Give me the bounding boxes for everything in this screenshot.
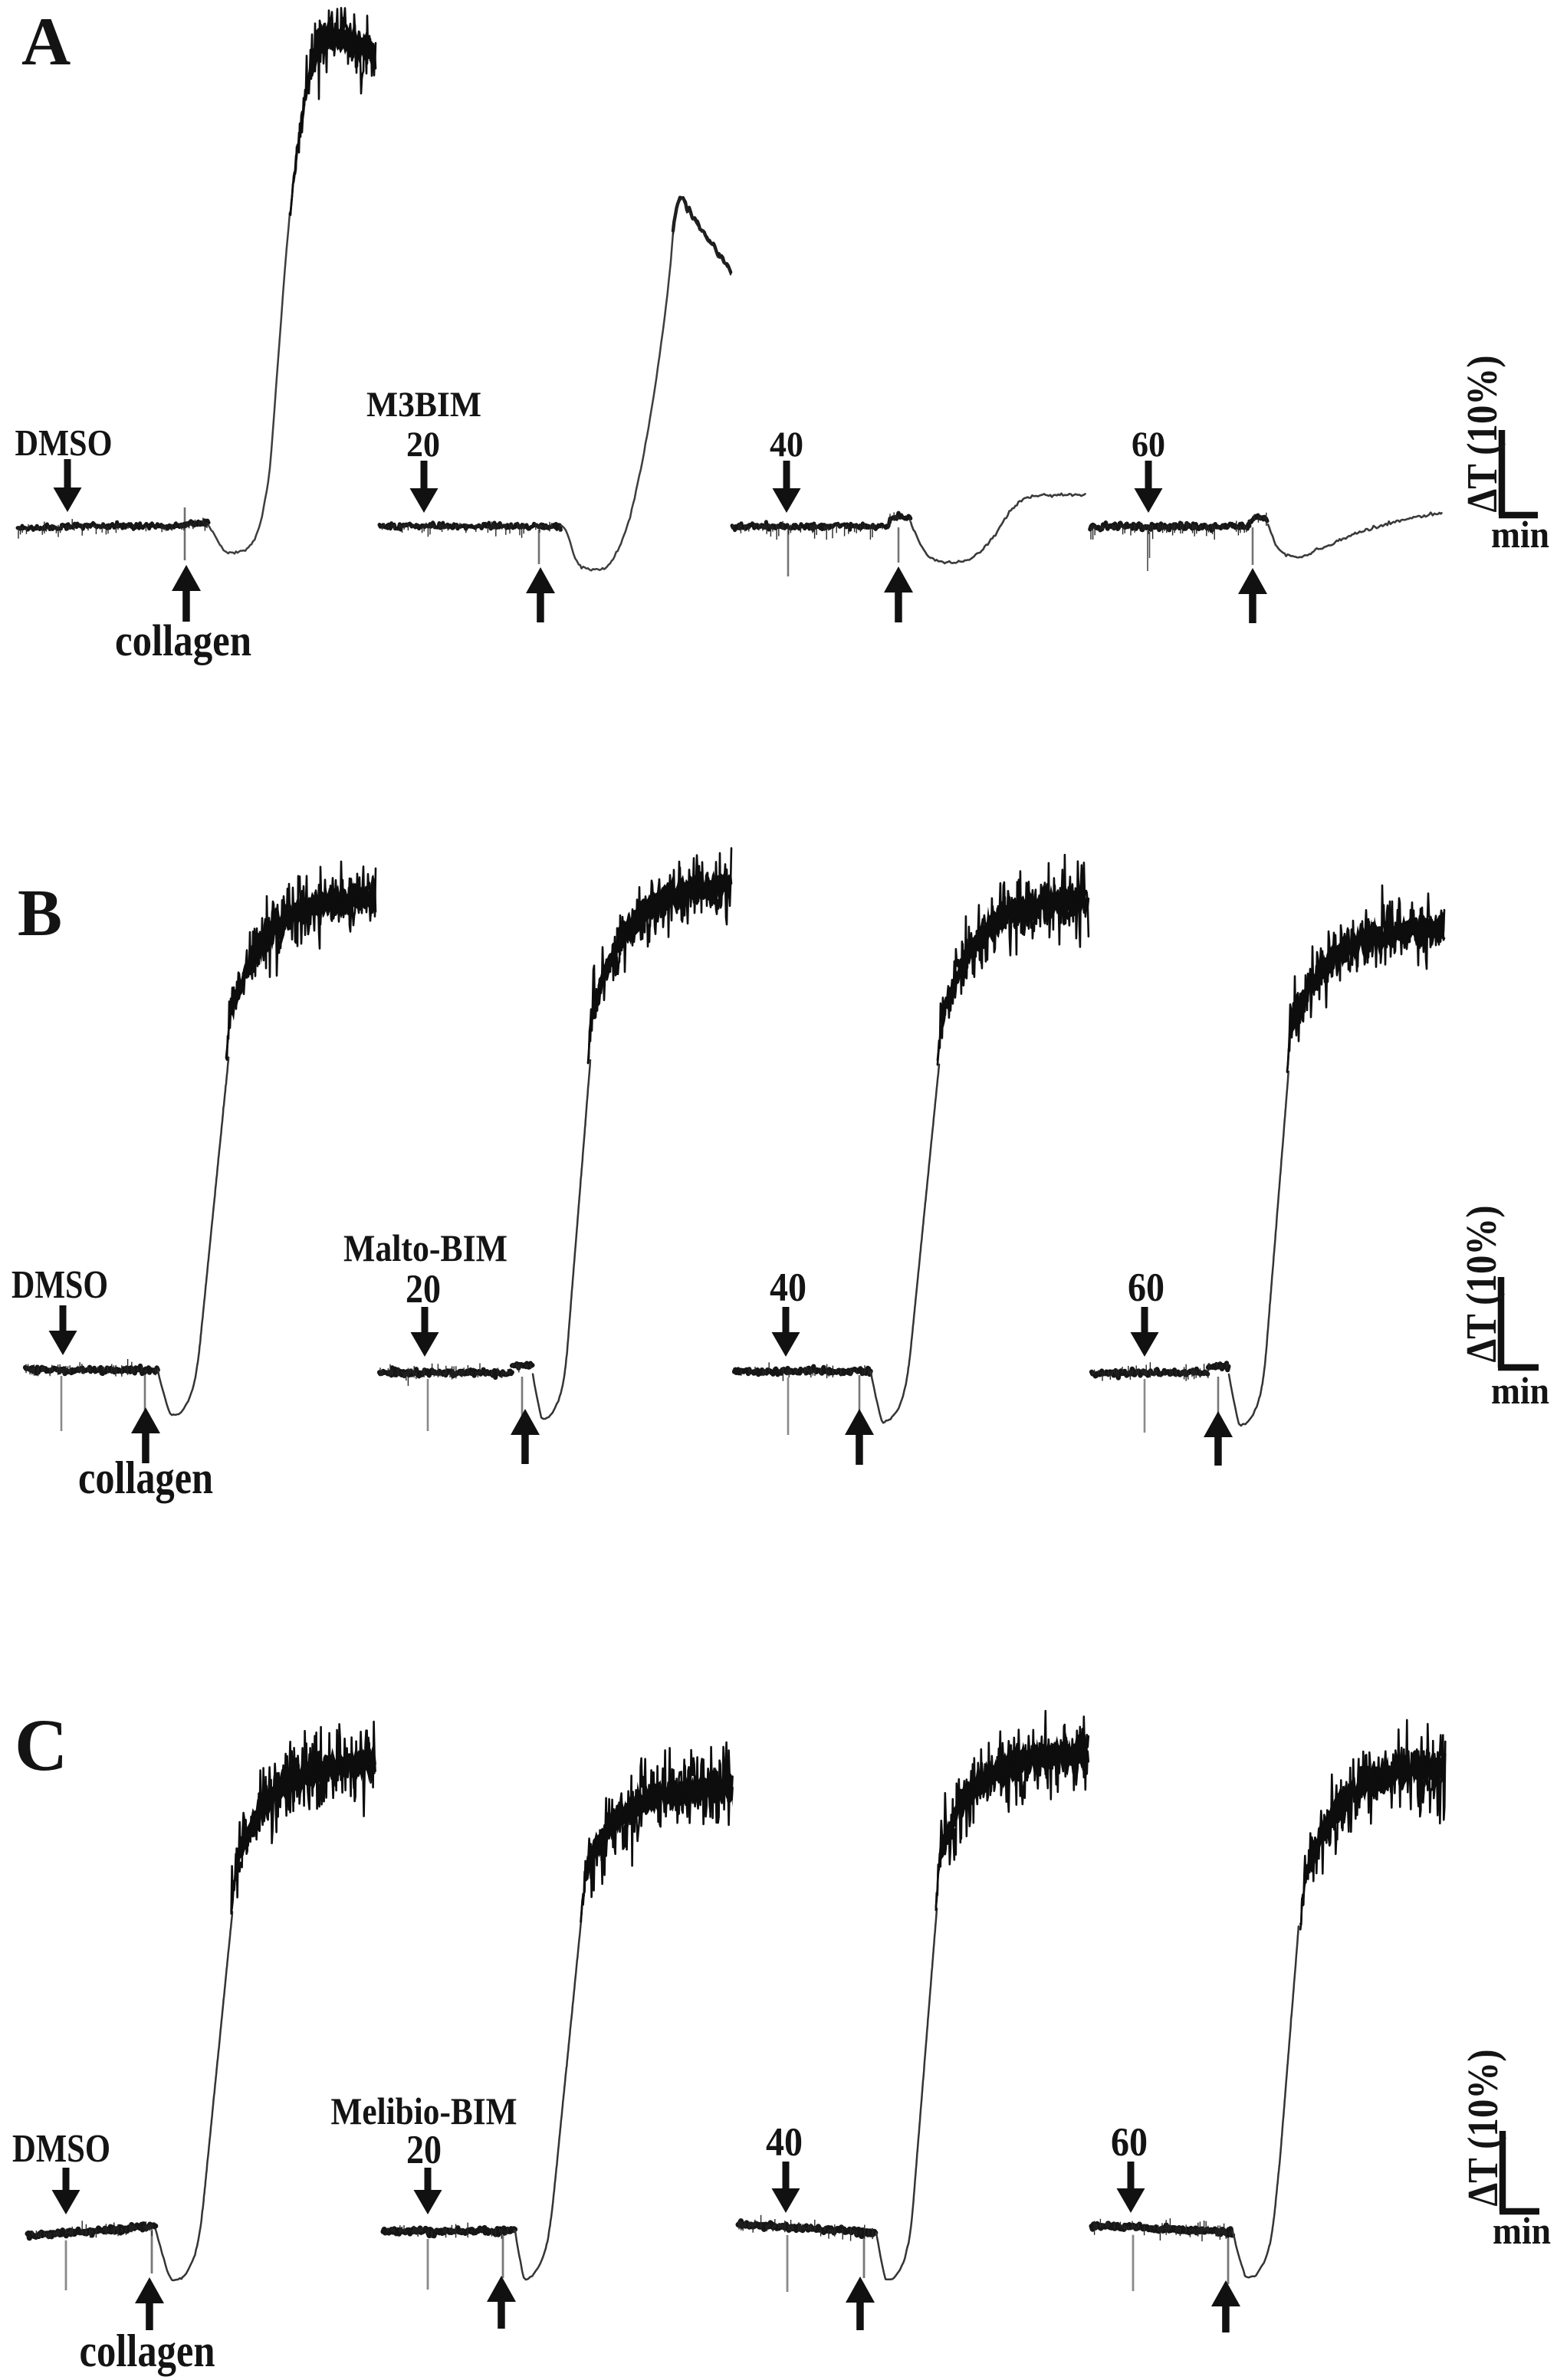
svg-text:40: 40 <box>766 2120 803 2165</box>
svg-text:collagen: collagen <box>80 2326 215 2376</box>
svg-text:DMSO: DMSO <box>12 2127 110 2171</box>
svg-text:ΔT (10%): ΔT (10%) <box>1459 356 1506 513</box>
svg-text:min: min <box>1491 513 1549 556</box>
svg-text:collagen: collagen <box>115 616 251 665</box>
svg-text:60: 60 <box>1128 1266 1164 1310</box>
svg-text:Melibio-BIM: Melibio-BIM <box>331 2089 517 2132</box>
svg-text:M3BIM: M3BIM <box>366 385 481 425</box>
svg-text:ΔT (10%): ΔT (10%) <box>1458 1206 1506 1363</box>
svg-text:min: min <box>1493 2209 1551 2252</box>
svg-text:20: 20 <box>406 1267 441 1311</box>
svg-text:C: C <box>15 1704 67 1786</box>
svg-text:ΔT (10%): ΔT (10%) <box>1460 2050 1507 2207</box>
svg-text:B: B <box>18 875 62 950</box>
svg-text:A: A <box>21 5 71 80</box>
svg-text:Malto-BIM: Malto-BIM <box>343 1226 508 1269</box>
svg-text:40: 40 <box>770 425 803 465</box>
svg-text:DMSO: DMSO <box>15 422 113 464</box>
svg-text:collagen: collagen <box>78 1453 213 1503</box>
svg-text:40: 40 <box>770 1266 806 1310</box>
svg-text:DMSO: DMSO <box>11 1263 108 1307</box>
svg-text:60: 60 <box>1132 425 1165 465</box>
svg-text:min: min <box>1491 1369 1549 1412</box>
svg-text:20: 20 <box>406 425 440 465</box>
svg-text:60: 60 <box>1111 2120 1148 2165</box>
svg-text:20: 20 <box>406 2128 442 2172</box>
